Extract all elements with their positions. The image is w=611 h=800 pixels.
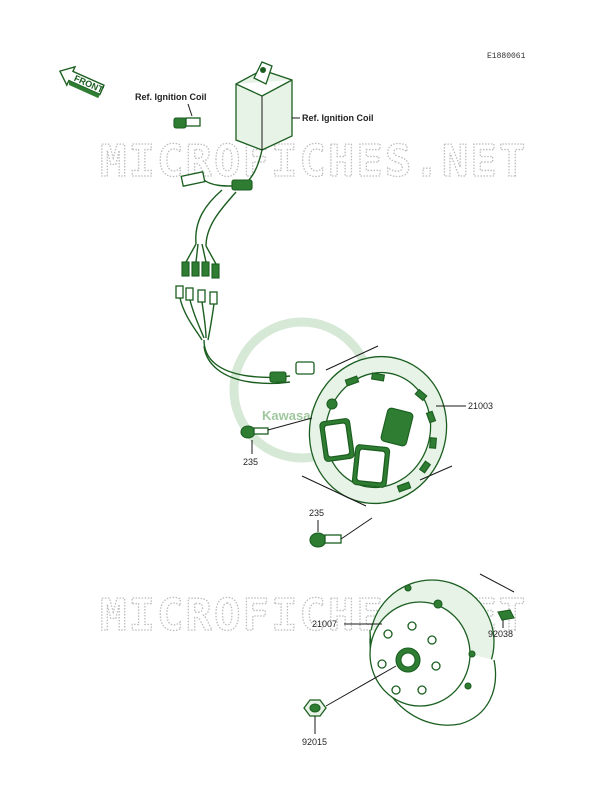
- wiring-harness: [175, 149, 315, 385]
- rotor-guide-top: [479, 573, 515, 593]
- label-ref-coil-left: Ref. Ignition Coil: [135, 92, 207, 102]
- label-screw-lower: 235: [309, 508, 324, 518]
- diagram-code: E1880061: [487, 52, 526, 61]
- stator-guide-right: [419, 465, 453, 481]
- ignition-coil: [235, 61, 293, 151]
- label-key: 92038: [488, 629, 513, 639]
- label-screw-upper: 235: [243, 457, 258, 467]
- flywheel-rotor: [369, 579, 497, 726]
- leader-coil-left: [187, 103, 193, 117]
- screw-lower: [309, 532, 342, 548]
- stator-plate: [308, 355, 448, 505]
- label-nut: 92015: [302, 737, 327, 747]
- label-stator: 21003: [468, 401, 493, 411]
- leader-nut-shaft: [325, 665, 397, 707]
- watermark: Kawasaki MICROFICHES.NET MICROFICHES.NET: [99, 135, 527, 641]
- label-ref-coil-right: Ref. Ignition Coil: [302, 113, 374, 123]
- front-arrow-icon: FRONT: [58, 65, 105, 99]
- leader-screw-lower: [340, 517, 373, 540]
- label-rotor: 21007: [312, 619, 337, 629]
- watermark-text-top: MICROFICHES.NET: [100, 136, 527, 187]
- leader-screw-upper: [267, 417, 313, 431]
- stator-guide-top: [325, 345, 379, 371]
- screw-upper: [240, 425, 269, 439]
- stator-guide-left: [301, 475, 367, 507]
- woodruff-key: [497, 609, 515, 621]
- flywheel-nut: [303, 699, 327, 717]
- coil-bolt: [173, 117, 201, 129]
